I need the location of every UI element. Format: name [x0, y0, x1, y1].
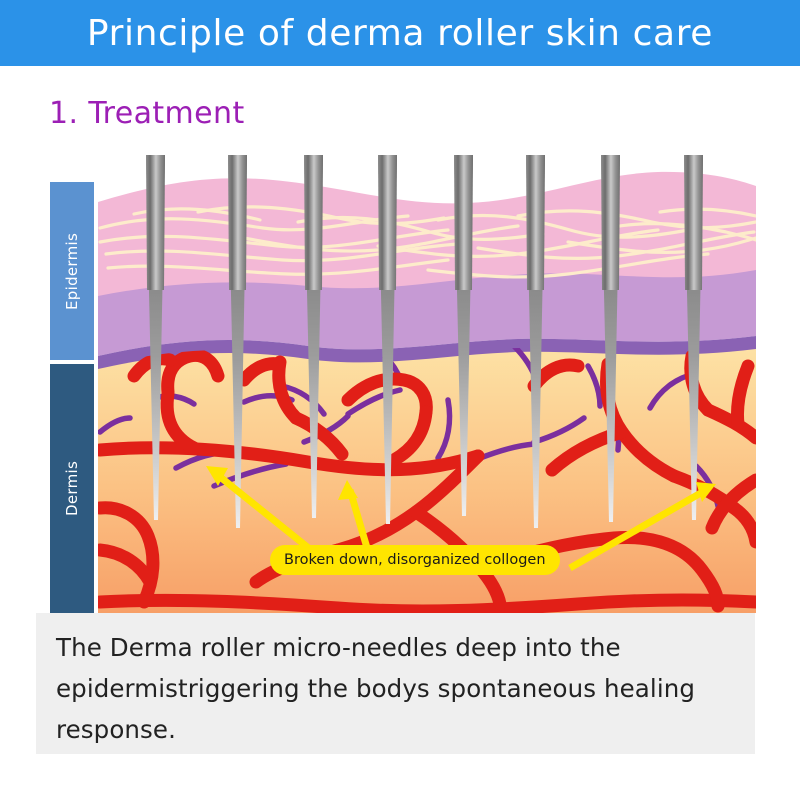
callout-arrow-group: [206, 466, 716, 572]
epidermis-layer: [98, 171, 756, 250]
layer-label-epidermis-text: Epidermis: [63, 232, 81, 310]
microneedle-group: [146, 155, 703, 528]
microneedle-2-shaft: [228, 155, 247, 290]
microneedle-3-shaft: [304, 155, 323, 290]
skin-diagram: [48, 150, 756, 613]
description-text: The Derma roller micro-needles deep into…: [56, 633, 696, 744]
skin-tissue-group: [98, 155, 756, 613]
microneedle-8-shaft: [684, 155, 703, 290]
microneedle-4-shaft: [378, 155, 397, 290]
callout-broken-collagen: Broken down, disorganized collogen: [270, 545, 560, 575]
section-heading: 1. Treatment: [49, 96, 245, 131]
layer-label-dermis-text: Dermis: [63, 460, 81, 517]
description-panel: The Derma roller micro-needles deep into…: [36, 613, 755, 754]
microneedle-6-shaft: [526, 155, 545, 290]
header-banner: Principle of derma roller skin care: [0, 0, 800, 66]
page-title: Principle of derma roller skin care: [86, 12, 714, 54]
microneedle-1-shaft: [146, 155, 165, 290]
callout-text: Broken down, disorganized collogen: [284, 552, 546, 568]
collagen-fragment-group: [98, 345, 723, 521]
microneedle-7-shaft: [601, 155, 620, 290]
layer-label-dermis: Dermis: [50, 364, 94, 613]
layer-label-epidermis: Epidermis: [50, 182, 94, 360]
epidermis-layer-lower: [98, 250, 756, 296]
callout-arrow-left: [206, 466, 319, 557]
callout-arrow-right: [568, 482, 716, 572]
dermo-epidermal-junction: [98, 336, 756, 369]
microneedle-5-shaft: [454, 155, 473, 290]
